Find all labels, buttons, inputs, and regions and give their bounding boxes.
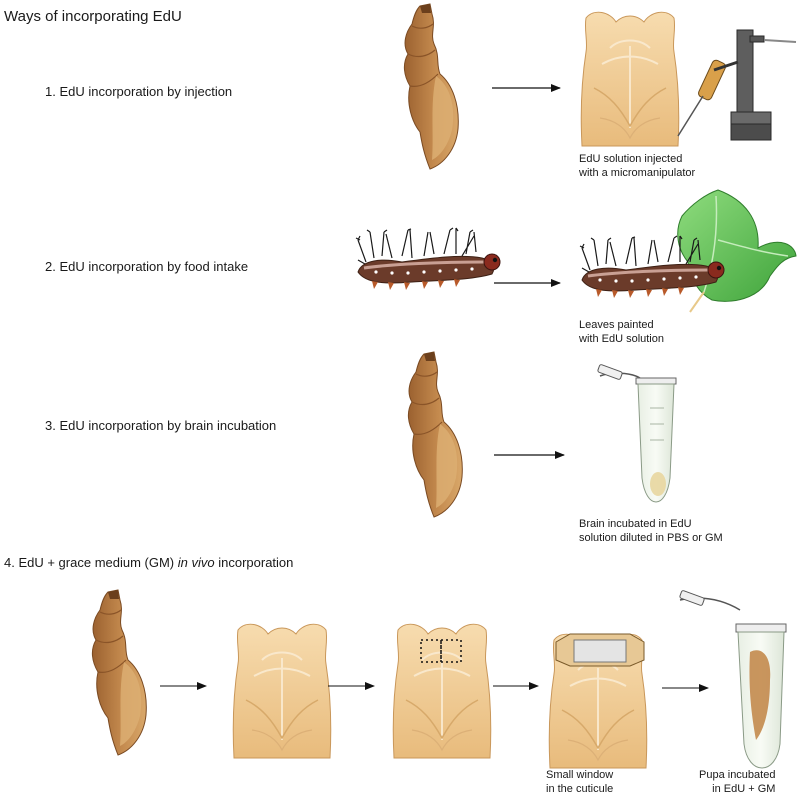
tube-row3 [597, 364, 676, 502]
pupa-row1 [404, 4, 458, 169]
pupa-row4 [92, 590, 146, 755]
tube-row4 [679, 590, 786, 768]
leaf-icon [678, 190, 796, 312]
pupa-row3 [408, 352, 462, 517]
caterpillar-row2-left [356, 228, 500, 290]
micromanipulator-icon [678, 30, 796, 140]
cuticle-row1 [581, 12, 679, 146]
cuticle-window [556, 634, 644, 666]
cuticle-row4-1 [233, 624, 331, 758]
cuticle-row4-2 [393, 624, 491, 758]
